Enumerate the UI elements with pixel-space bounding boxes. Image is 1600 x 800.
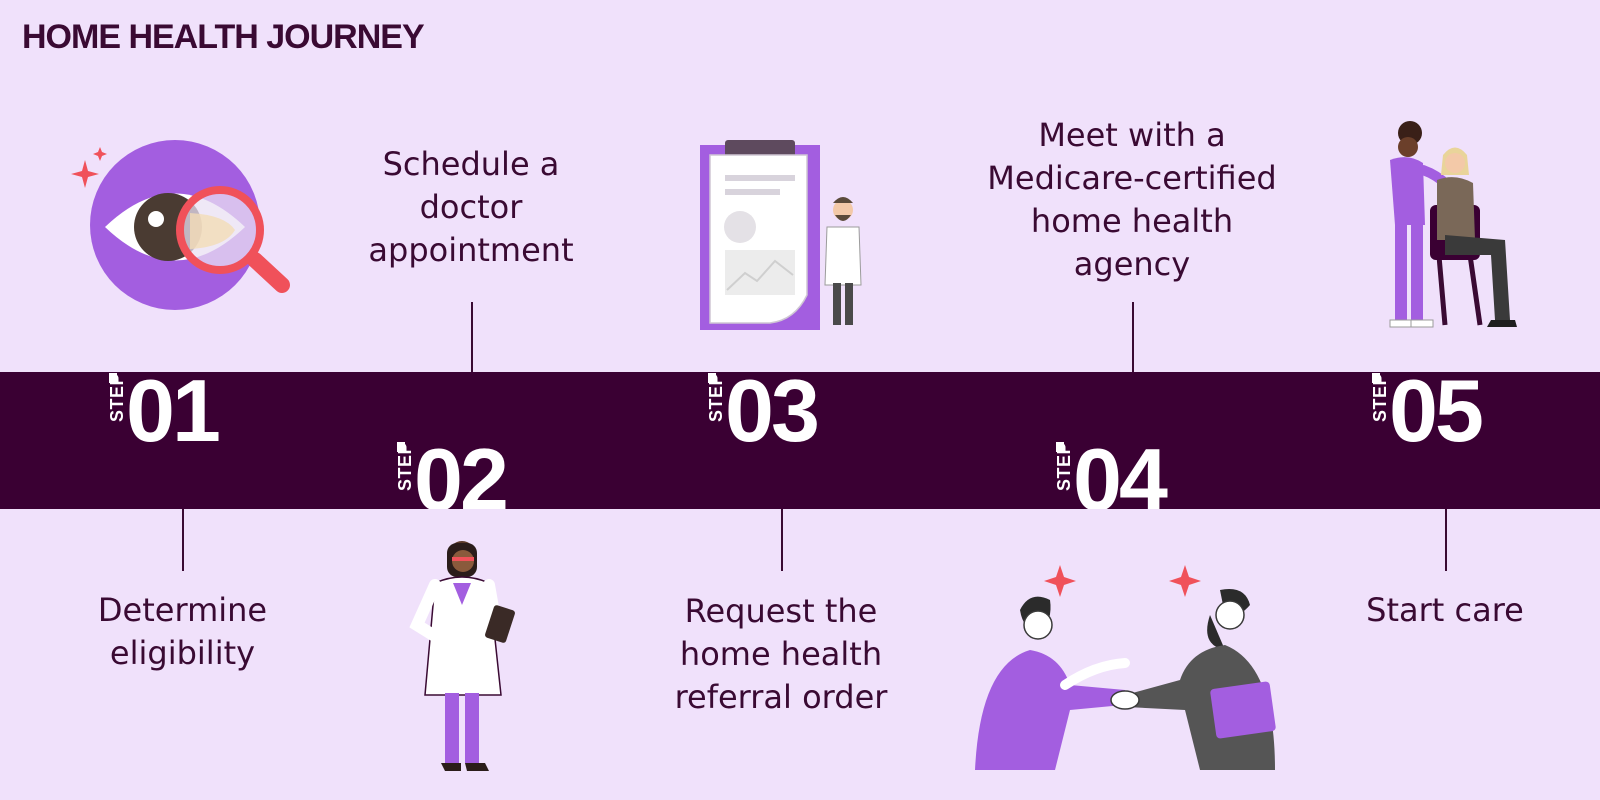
connector-step-01 — [182, 509, 184, 571]
connector-step-02 — [471, 302, 473, 372]
step-number: 02 — [414, 442, 509, 509]
step-label-05: Start care — [1366, 591, 1524, 629]
connector-step-05 — [1445, 509, 1447, 571]
eye-magnifier-icon — [71, 140, 290, 310]
step-tick — [1056, 442, 1064, 452]
step-tick — [708, 373, 716, 383]
page-title: HOME HEALTH JOURNEY — [22, 18, 425, 56]
step-number: 01 — [126, 361, 221, 460]
step-marker-05: STEP 05 — [1367, 361, 1507, 460]
timeline-band — [0, 372, 1600, 509]
step-number: 05 — [1389, 361, 1484, 460]
female-doctor-illustration — [409, 541, 515, 771]
step-tick — [109, 373, 117, 383]
step-number: 03 — [725, 361, 820, 460]
clipboard-doctor-illustration — [700, 140, 862, 330]
step-label-03: Request the home health referral order — [674, 592, 888, 716]
step-tick — [397, 442, 405, 452]
caregiver-illustration — [1389, 121, 1517, 328]
step-label-02: Schedule a doctor appointment — [368, 145, 574, 269]
step-tick — [1372, 373, 1380, 383]
connector-step-04 — [1132, 302, 1134, 372]
step-marker-03: STEP 03 — [703, 361, 843, 460]
step-label-04: Meet with a Medicare-certified home heal… — [987, 116, 1277, 283]
step-marker-02: STEP 02 — [392, 442, 532, 509]
step-marker-04: STEP 04 — [1051, 442, 1191, 509]
step-number: 04 — [1073, 442, 1168, 509]
step-label-01: Determine eligibility — [97, 591, 268, 672]
connector-step-03 — [781, 509, 783, 571]
handshake-illustration — [975, 565, 1276, 770]
step-marker-01: STEP 01 — [104, 361, 234, 460]
